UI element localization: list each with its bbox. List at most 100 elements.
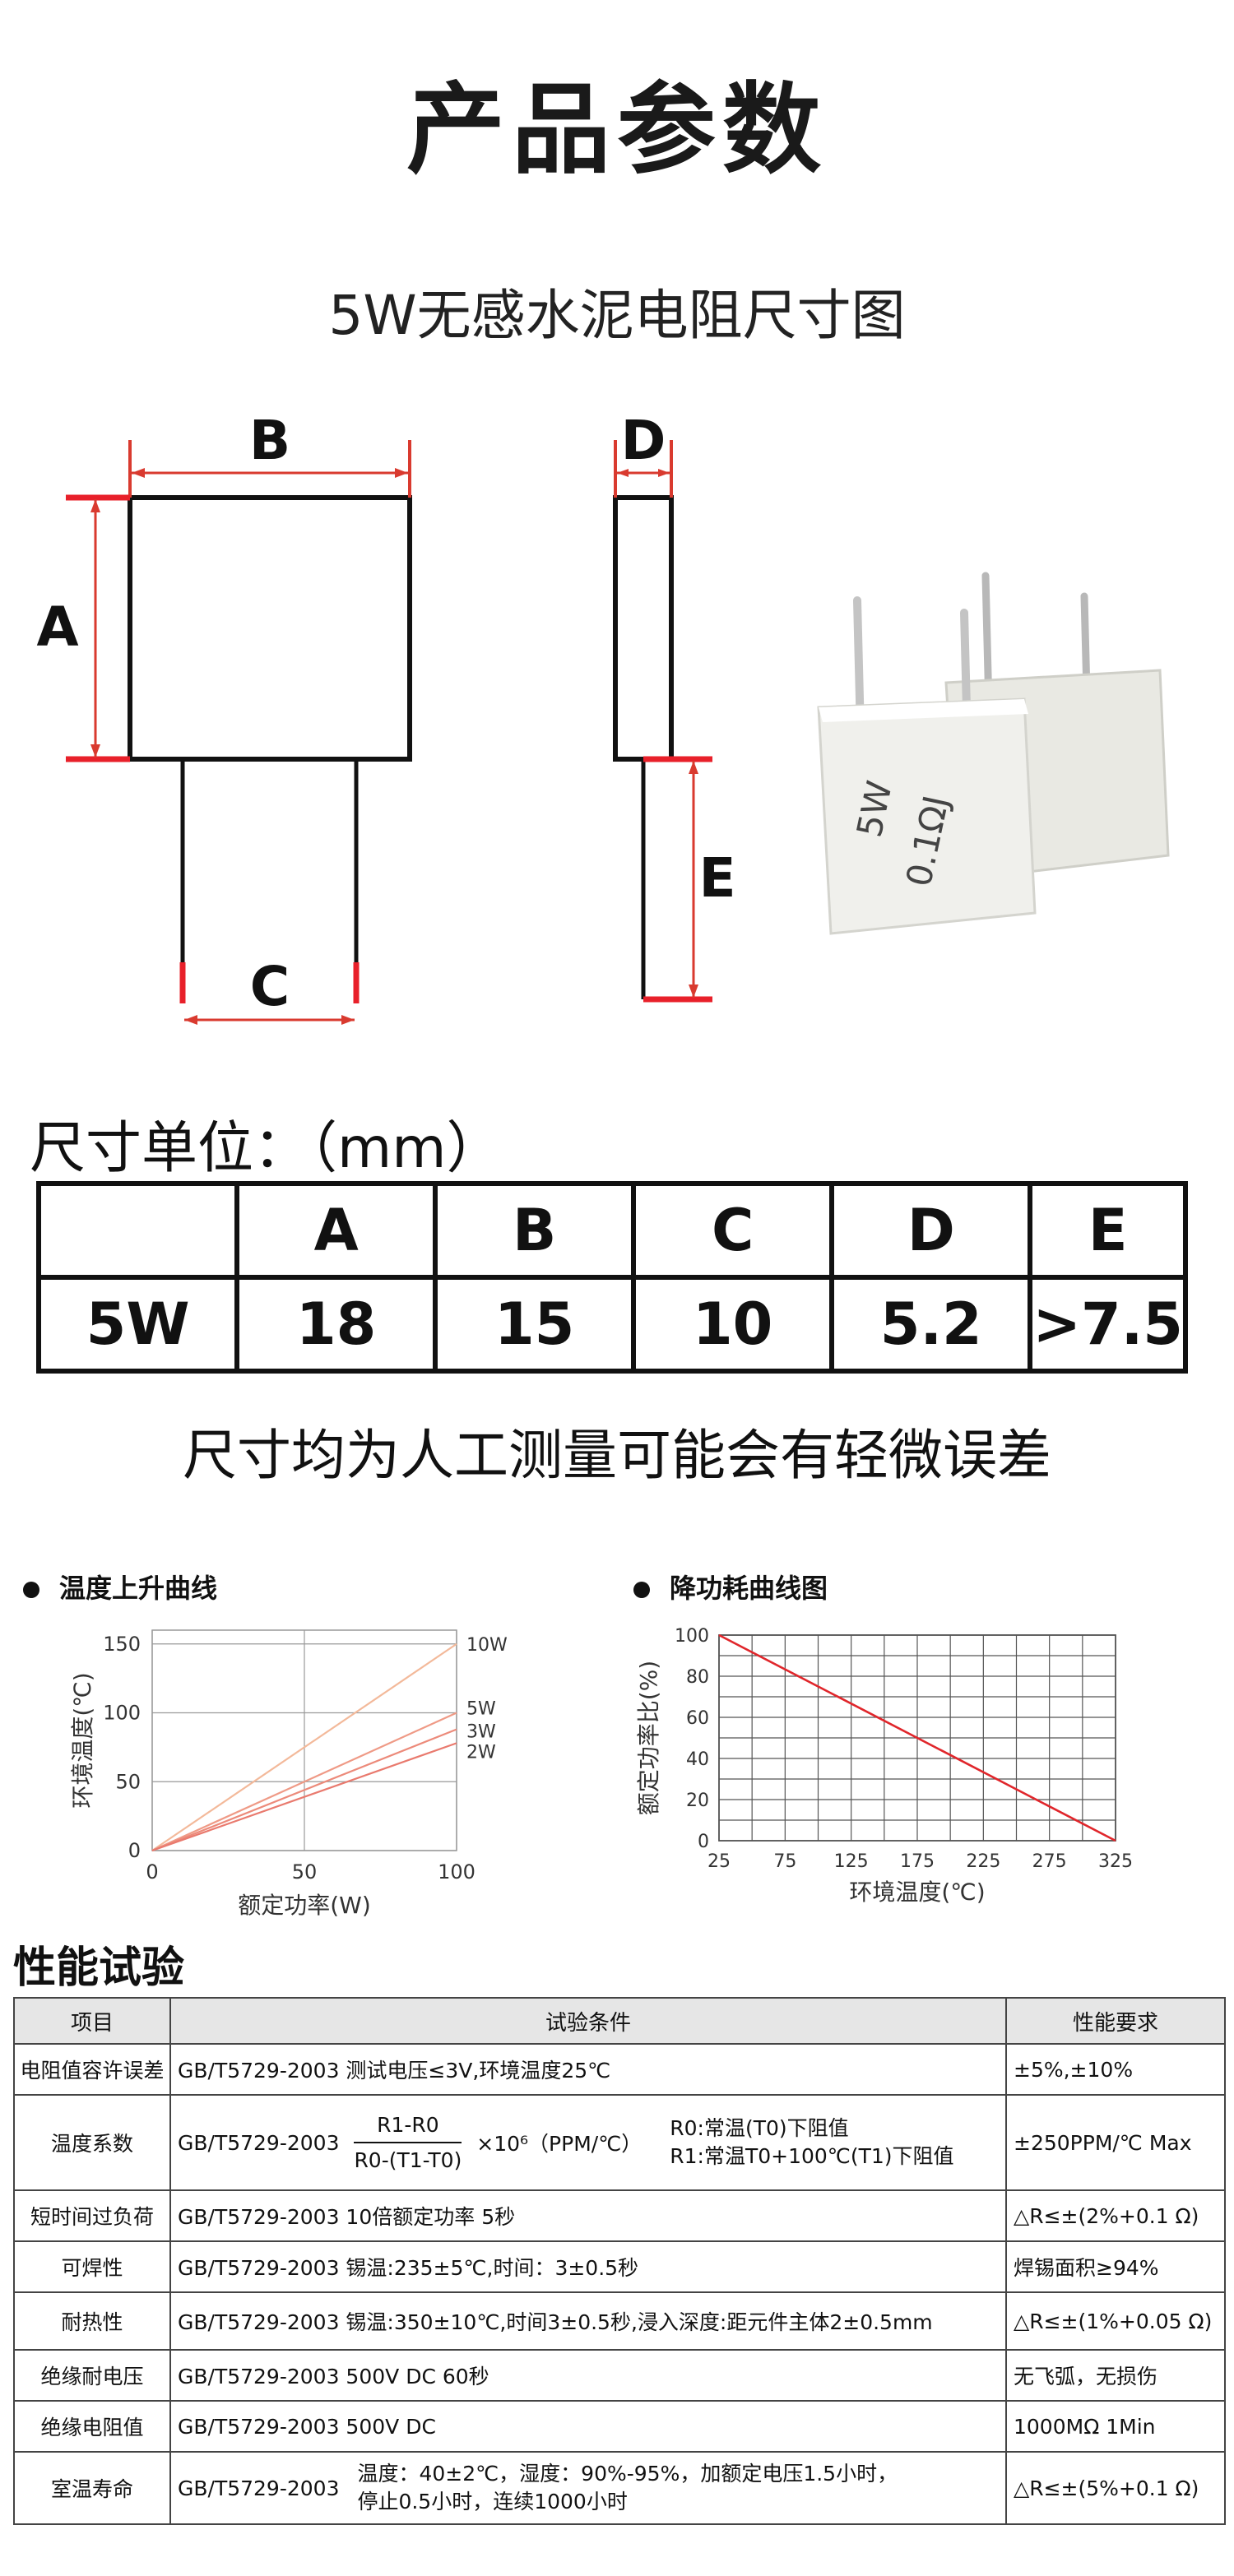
- condition-line: 停止0.5小时，连续1000小时: [357, 2490, 628, 2513]
- product-photo: 5W 0.1ΩJ: [806, 543, 1218, 946]
- table-cell: 10: [631, 1275, 835, 1374]
- table-cell: ±5%,±10%: [1005, 2043, 1226, 2096]
- x-tick-label: 25: [707, 1851, 731, 1872]
- chart-title-text: 降功耗曲线图: [670, 1573, 828, 1604]
- table-cell: 室温寿命: [13, 2451, 171, 2525]
- table-row: 可焊性 GB/T5729-2003 锡温:235±5℃,时间：3±0.5秒 焊锡…: [13, 2240, 1226, 2293]
- table-cell: 电阻值容许误差: [13, 2043, 171, 2096]
- x-tick-label: 175: [900, 1851, 935, 1872]
- table-cell: 15: [433, 1275, 637, 1374]
- table-header-cell: C: [631, 1181, 835, 1280]
- formula-note: R0:常温(T0)下阻值: [670, 2116, 849, 2140]
- test-standard: GB/T5729-2003: [178, 2130, 340, 2155]
- y-tick-label: 80: [686, 1667, 709, 1688]
- y-tick-label: 150: [103, 1633, 141, 1656]
- table-cell: 可焊性: [13, 2240, 171, 2293]
- table-header-row: A B C D E: [35, 1181, 1188, 1280]
- table-cell: △R≤±(2%+0.1 Ω): [1005, 2189, 1226, 2242]
- diagram-subtitle: 5W无感水泥电阻尺寸图: [328, 284, 906, 347]
- table-cell: GB/T5729-2003 测试电压≤3V,环境温度25℃: [169, 2043, 1007, 2096]
- table-cell: GB/T5729-2003 温度：40±2℃，湿度：90%-95%，加额定电压1…: [169, 2451, 1007, 2525]
- table-row: 短时间过负荷 GB/T5729-2003 10倍额定功率 5秒 △R≤±(2%+…: [13, 2189, 1226, 2242]
- series-line: [151, 1642, 457, 1851]
- y-tick-label: 0: [128, 1839, 141, 1862]
- table-cell: 焊锡面积≥94%: [1005, 2240, 1226, 2293]
- y-tick-label: 100: [103, 1702, 141, 1725]
- table-header-cell: 项目: [13, 1997, 171, 2045]
- chart-title-temperature-rise: 温度上升曲线: [23, 1568, 217, 1605]
- table-row: 耐热性 GB/T5729-2003 锡温:350±10℃,时间3±0.5秒,浸入…: [13, 2291, 1226, 2351]
- table-header-row: 项目 试验条件 性能要求: [13, 1997, 1226, 2045]
- table-cell: GB/T5729-2003 10倍额定功率 5秒: [169, 2189, 1007, 2242]
- y-tick-label: 60: [686, 1708, 709, 1729]
- chart-title-text: 温度上升曲线: [59, 1573, 218, 1604]
- x-axis-label: 环境温度(℃): [849, 1879, 985, 1906]
- formula-factor: ×10⁶（PPM/℃）: [476, 2132, 643, 2156]
- test-condition: 温度：40±2℃，湿度：90%-95%，加额定电压1.5小时， 停止0.5小时，…: [357, 2460, 898, 2516]
- table-cell: 无飞弧，无损伤: [1005, 2349, 1226, 2402]
- side-view: D E: [613, 409, 736, 1003]
- table-cell: 绝缘耐电压: [13, 2349, 171, 2402]
- y-tick-label: 40: [686, 1749, 709, 1770]
- table-cell: GB/T5729-2003 锡温:350±10℃,时间3±0.5秒,浸入深度:距…: [169, 2291, 1007, 2351]
- x-tick-label: 325: [1098, 1851, 1133, 1872]
- x-tick-label: 225: [966, 1851, 1000, 1872]
- test-standard: GB/T5729-2003: [178, 2476, 340, 2500]
- table-cell: △R≤±(1%+0.05 Ω): [1005, 2291, 1226, 2351]
- table-header-cell: D: [829, 1181, 1033, 1280]
- chart-title-derating: 降功耗曲线图: [633, 1568, 828, 1605]
- performance-title: 性能试验: [13, 1944, 185, 1993]
- table-cell: GB/T5729-2003 500V DC 60秒: [169, 2349, 1007, 2402]
- table-row: 室温寿命 GB/T5729-2003 温度：40±2℃，湿度：90%-95%，加…: [13, 2451, 1226, 2525]
- table-header-cell: E: [1028, 1181, 1188, 1280]
- series-line: [151, 1712, 457, 1852]
- x-tick-label: 50: [292, 1860, 318, 1883]
- series-line: [151, 1742, 457, 1852]
- x-tick-label: 100: [438, 1860, 476, 1883]
- table-header-cell: B: [433, 1181, 637, 1280]
- label-b: B: [249, 409, 290, 472]
- table-header-cell: 性能要求: [1005, 1997, 1226, 2045]
- unit-label: 尺寸单位：（mm）: [30, 1116, 503, 1181]
- table-row: 绝缘耐电压 GB/T5729-2003 500V DC 60秒 无飞弧，无损伤: [13, 2349, 1226, 2402]
- table-header-cell: [35, 1181, 240, 1280]
- series-label: 10W: [466, 1635, 508, 1656]
- front-view: B A C: [36, 409, 412, 1025]
- performance-table: 项目 试验条件 性能要求 电阻值容许误差 GB/T5729-2003 测试电压≤…: [13, 1997, 1226, 2525]
- bullet-icon: [23, 1582, 39, 1598]
- formula-notes: R0:常温(T0)下阻值 R1:常温T0+100℃(T1)下阻值: [670, 2115, 953, 2171]
- measurement-note: 尺寸均为人工测量可能会有轻微误差: [183, 1424, 1051, 1487]
- table-row: 绝缘电阻值 GB/T5729-2003 500V DC 1000MΩ 1Min: [13, 2400, 1226, 2453]
- table-cell: 短时间过负荷: [13, 2189, 171, 2242]
- resistor-body-front: [128, 495, 412, 762]
- x-tick-label: 75: [773, 1851, 796, 1872]
- y-tick-label: 20: [686, 1791, 709, 1811]
- resistor-body-side: [613, 495, 674, 762]
- table-cell: 温度系数: [13, 2094, 171, 2191]
- formula-numerator: R1-R0: [354, 2113, 462, 2143]
- label-d: D: [621, 409, 666, 472]
- bullet-icon: [633, 1582, 650, 1598]
- formula-note: R1:常温T0+100℃(T1)下阻值: [670, 2144, 954, 2168]
- x-tick-label: 0: [146, 1860, 158, 1883]
- table-header-cell: A: [234, 1181, 438, 1280]
- y-tick-label: 100: [675, 1626, 709, 1647]
- dimension-drawing: B A C D E: [36, 409, 1218, 1025]
- series-line: [151, 1728, 457, 1852]
- table-row: 温度系数 GB/T5729-2003 R1-R0 R0-(T1-T0) ×10⁶…: [13, 2094, 1226, 2191]
- table-cell: GB/T5729-2003 500V DC: [169, 2400, 1007, 2453]
- table-cell: 18: [234, 1275, 438, 1374]
- label-e: E: [698, 846, 735, 910]
- y-tick-label: 0: [698, 1832, 709, 1852]
- label-c: C: [250, 955, 290, 1018]
- table-cell: >7.5: [1028, 1275, 1188, 1374]
- table-cell: GB/T5729-2003 锡温:235±5℃,时间：3±0.5秒: [169, 2240, 1007, 2293]
- x-axis-label: 额定功率(W): [238, 1892, 371, 1919]
- dimension-table: A B C D E 5W 18 15 10 5.2 >7.5: [35, 1181, 1188, 1374]
- series-line: [718, 1633, 1116, 1842]
- table-row: 5W 18 15 10 5.2 >7.5: [35, 1275, 1188, 1374]
- table-cell: 耐热性: [13, 2291, 171, 2351]
- y-axis-label: 环境温度(℃): [69, 1672, 96, 1808]
- table-cell: 绝缘电阻值: [13, 2400, 171, 2453]
